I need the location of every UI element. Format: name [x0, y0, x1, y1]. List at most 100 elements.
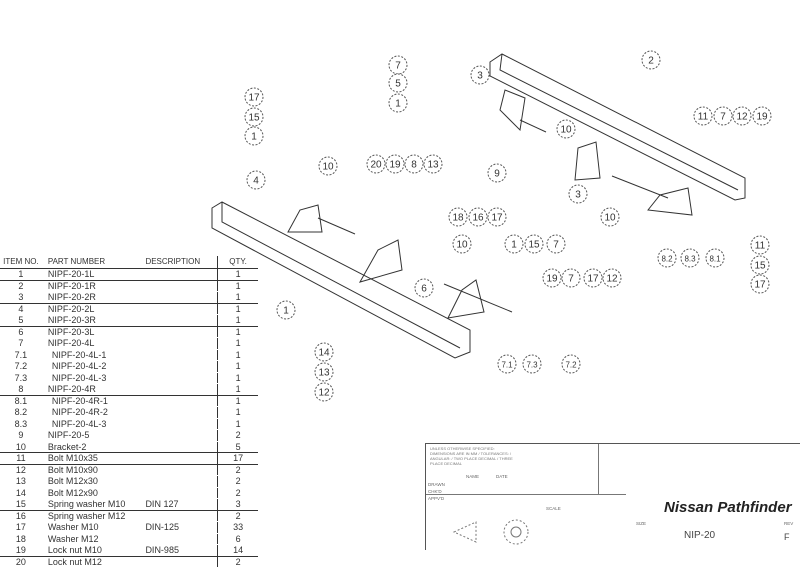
description — [145, 361, 217, 372]
quantity: 2 — [217, 476, 258, 487]
item-balloon: 11 — [751, 236, 769, 254]
part-number: NIPF-20-4L-3 — [42, 419, 146, 430]
part-number: NIPF-20-2R — [42, 292, 146, 303]
bracket-mid-right — [575, 142, 600, 180]
item-balloon: 12 — [733, 107, 751, 125]
part-number: Bracket-2 — [42, 442, 146, 453]
quantity: 33 — [217, 522, 258, 533]
balloon-label: 5 — [395, 79, 401, 90]
item-no: 1 — [0, 269, 42, 280]
item-balloon: 8.1 — [706, 249, 724, 267]
part-number: Spring washer M12 — [42, 511, 146, 522]
item-balloon: 20 — [367, 155, 385, 173]
description: DIN-125 — [145, 522, 217, 533]
balloon-label: 16 — [472, 213, 484, 224]
description — [145, 304, 217, 315]
quantity: 2 — [217, 557, 258, 567]
part-number: NIPF-20-5 — [42, 430, 146, 441]
item-balloon: 2 — [642, 51, 660, 69]
part-number: NIPF-20-4L-3 — [42, 373, 146, 384]
quantity: 3 — [217, 499, 258, 510]
item-balloon: 12 — [315, 383, 333, 401]
item-balloon: 1 — [505, 235, 523, 253]
balloon-label: 7 — [568, 274, 574, 285]
part-number: NIPF-20-4L — [42, 338, 146, 349]
item-balloon: 13 — [424, 155, 442, 173]
item-balloon: 7 — [389, 56, 407, 74]
checked-label: CHK'D — [428, 489, 442, 494]
description — [145, 327, 217, 338]
item-no: 19 — [0, 545, 42, 556]
item-balloon: 15 — [525, 235, 543, 253]
balloon-label: 7 — [553, 240, 559, 251]
item-balloon: 17 — [751, 275, 769, 293]
header-item-no: ITEM NO. — [0, 256, 42, 268]
description — [145, 396, 217, 407]
quantity: 1 — [217, 338, 258, 349]
item-balloon: 10 — [319, 157, 337, 175]
quantity: 17 — [217, 453, 258, 464]
part-number: Washer M12 — [42, 534, 146, 545]
item-balloon: 7.3 — [523, 355, 541, 373]
item-no: 2 — [0, 281, 42, 292]
quantity: 1 — [217, 269, 258, 280]
quantity: 1 — [217, 396, 258, 407]
item-balloon: 3 — [471, 66, 489, 84]
balloon-label: 12 — [318, 388, 330, 399]
bracket-rear-left — [288, 205, 322, 232]
item-balloon: 19 — [543, 269, 561, 287]
drawing-number: NIP-20 — [684, 530, 715, 541]
item-balloon: 8 — [405, 155, 423, 173]
quantity: 1 — [217, 407, 258, 418]
description — [145, 269, 217, 280]
description: DIN-985 — [145, 545, 217, 556]
item-no: 4 — [0, 304, 42, 315]
header-part-number: PART NUMBER — [42, 256, 146, 268]
description — [145, 442, 217, 453]
item-no: 7 — [0, 338, 42, 349]
balloon-label: 19 — [756, 112, 768, 123]
balloon-label: 6 — [421, 284, 427, 295]
bracket-front-left — [448, 280, 484, 318]
item-no: 16 — [0, 511, 42, 522]
part-number: NIPF-20-4L-2 — [42, 361, 146, 372]
balloon-label: 10 — [604, 213, 616, 224]
item-no: 5 — [0, 315, 42, 326]
header-qty: QTY. — [217, 256, 258, 268]
part-number: Washer M10 — [42, 522, 146, 533]
part-number: Spring washer M10 — [42, 499, 146, 510]
balloon-label: 3 — [575, 190, 581, 201]
bom-header: ITEM NO. PART NUMBER DESCRIPTION QTY. — [0, 256, 258, 268]
quantity: 2 — [217, 488, 258, 499]
balloon-label: 7.2 — [565, 361, 577, 370]
item-balloon: 13 — [315, 363, 333, 381]
balloon-label: 17 — [248, 93, 260, 104]
description — [145, 281, 217, 292]
description — [145, 338, 217, 349]
item-balloon: 1 — [389, 94, 407, 112]
item-balloon: 4 — [247, 171, 265, 189]
item-balloon: 19 — [386, 155, 404, 173]
item-no: 10 — [0, 442, 42, 453]
balloon-label: 8.3 — [684, 255, 696, 264]
item-balloon: 10 — [601, 208, 619, 226]
balloon-label: 10 — [560, 125, 572, 136]
balloon-label: 2 — [648, 56, 654, 67]
item-no: 8.1 — [0, 396, 42, 407]
balloon-label: 17 — [587, 274, 599, 285]
item-no: 11 — [0, 453, 42, 464]
bracket-front-right — [648, 188, 692, 215]
quantity: 1 — [217, 292, 258, 303]
quantity: 1 — [217, 304, 258, 315]
item-balloon: 17 — [245, 88, 263, 106]
